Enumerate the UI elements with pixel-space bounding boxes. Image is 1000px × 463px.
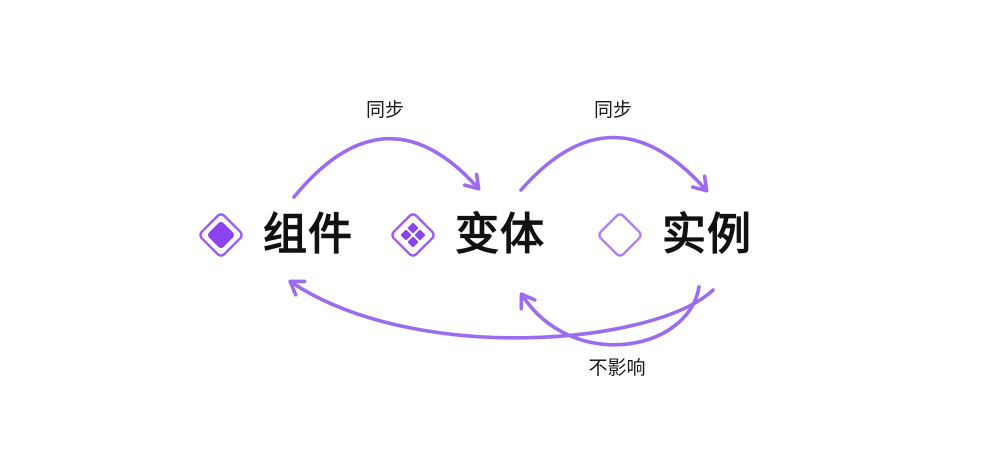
- node-component: 组件: [193, 207, 353, 263]
- edge-label-sync-right: 同步: [593, 100, 633, 121]
- node-instance: 实例: [592, 207, 752, 263]
- node-variant: 变体: [385, 207, 545, 263]
- instance-diamond-outline-icon: [592, 207, 648, 263]
- sync-arrow-component-to-variant: [292, 136, 481, 199]
- node-instance-label: 实例: [662, 210, 752, 259]
- sync-arrow-variant-to-instance: [519, 135, 709, 193]
- component-diamond-filled-icon: [193, 207, 249, 263]
- back-arrow-instance-to-variant: [519, 285, 701, 347]
- edge-label-no-effect: 不影响: [588, 358, 646, 379]
- node-component-label: 组件: [263, 210, 353, 259]
- variant-four-diamonds-icon: [385, 207, 441, 263]
- node-variant-label: 变体: [455, 210, 545, 259]
- edge-label-sync-left: 同步: [365, 100, 405, 121]
- back-arrow-instance-to-component: [288, 279, 715, 340]
